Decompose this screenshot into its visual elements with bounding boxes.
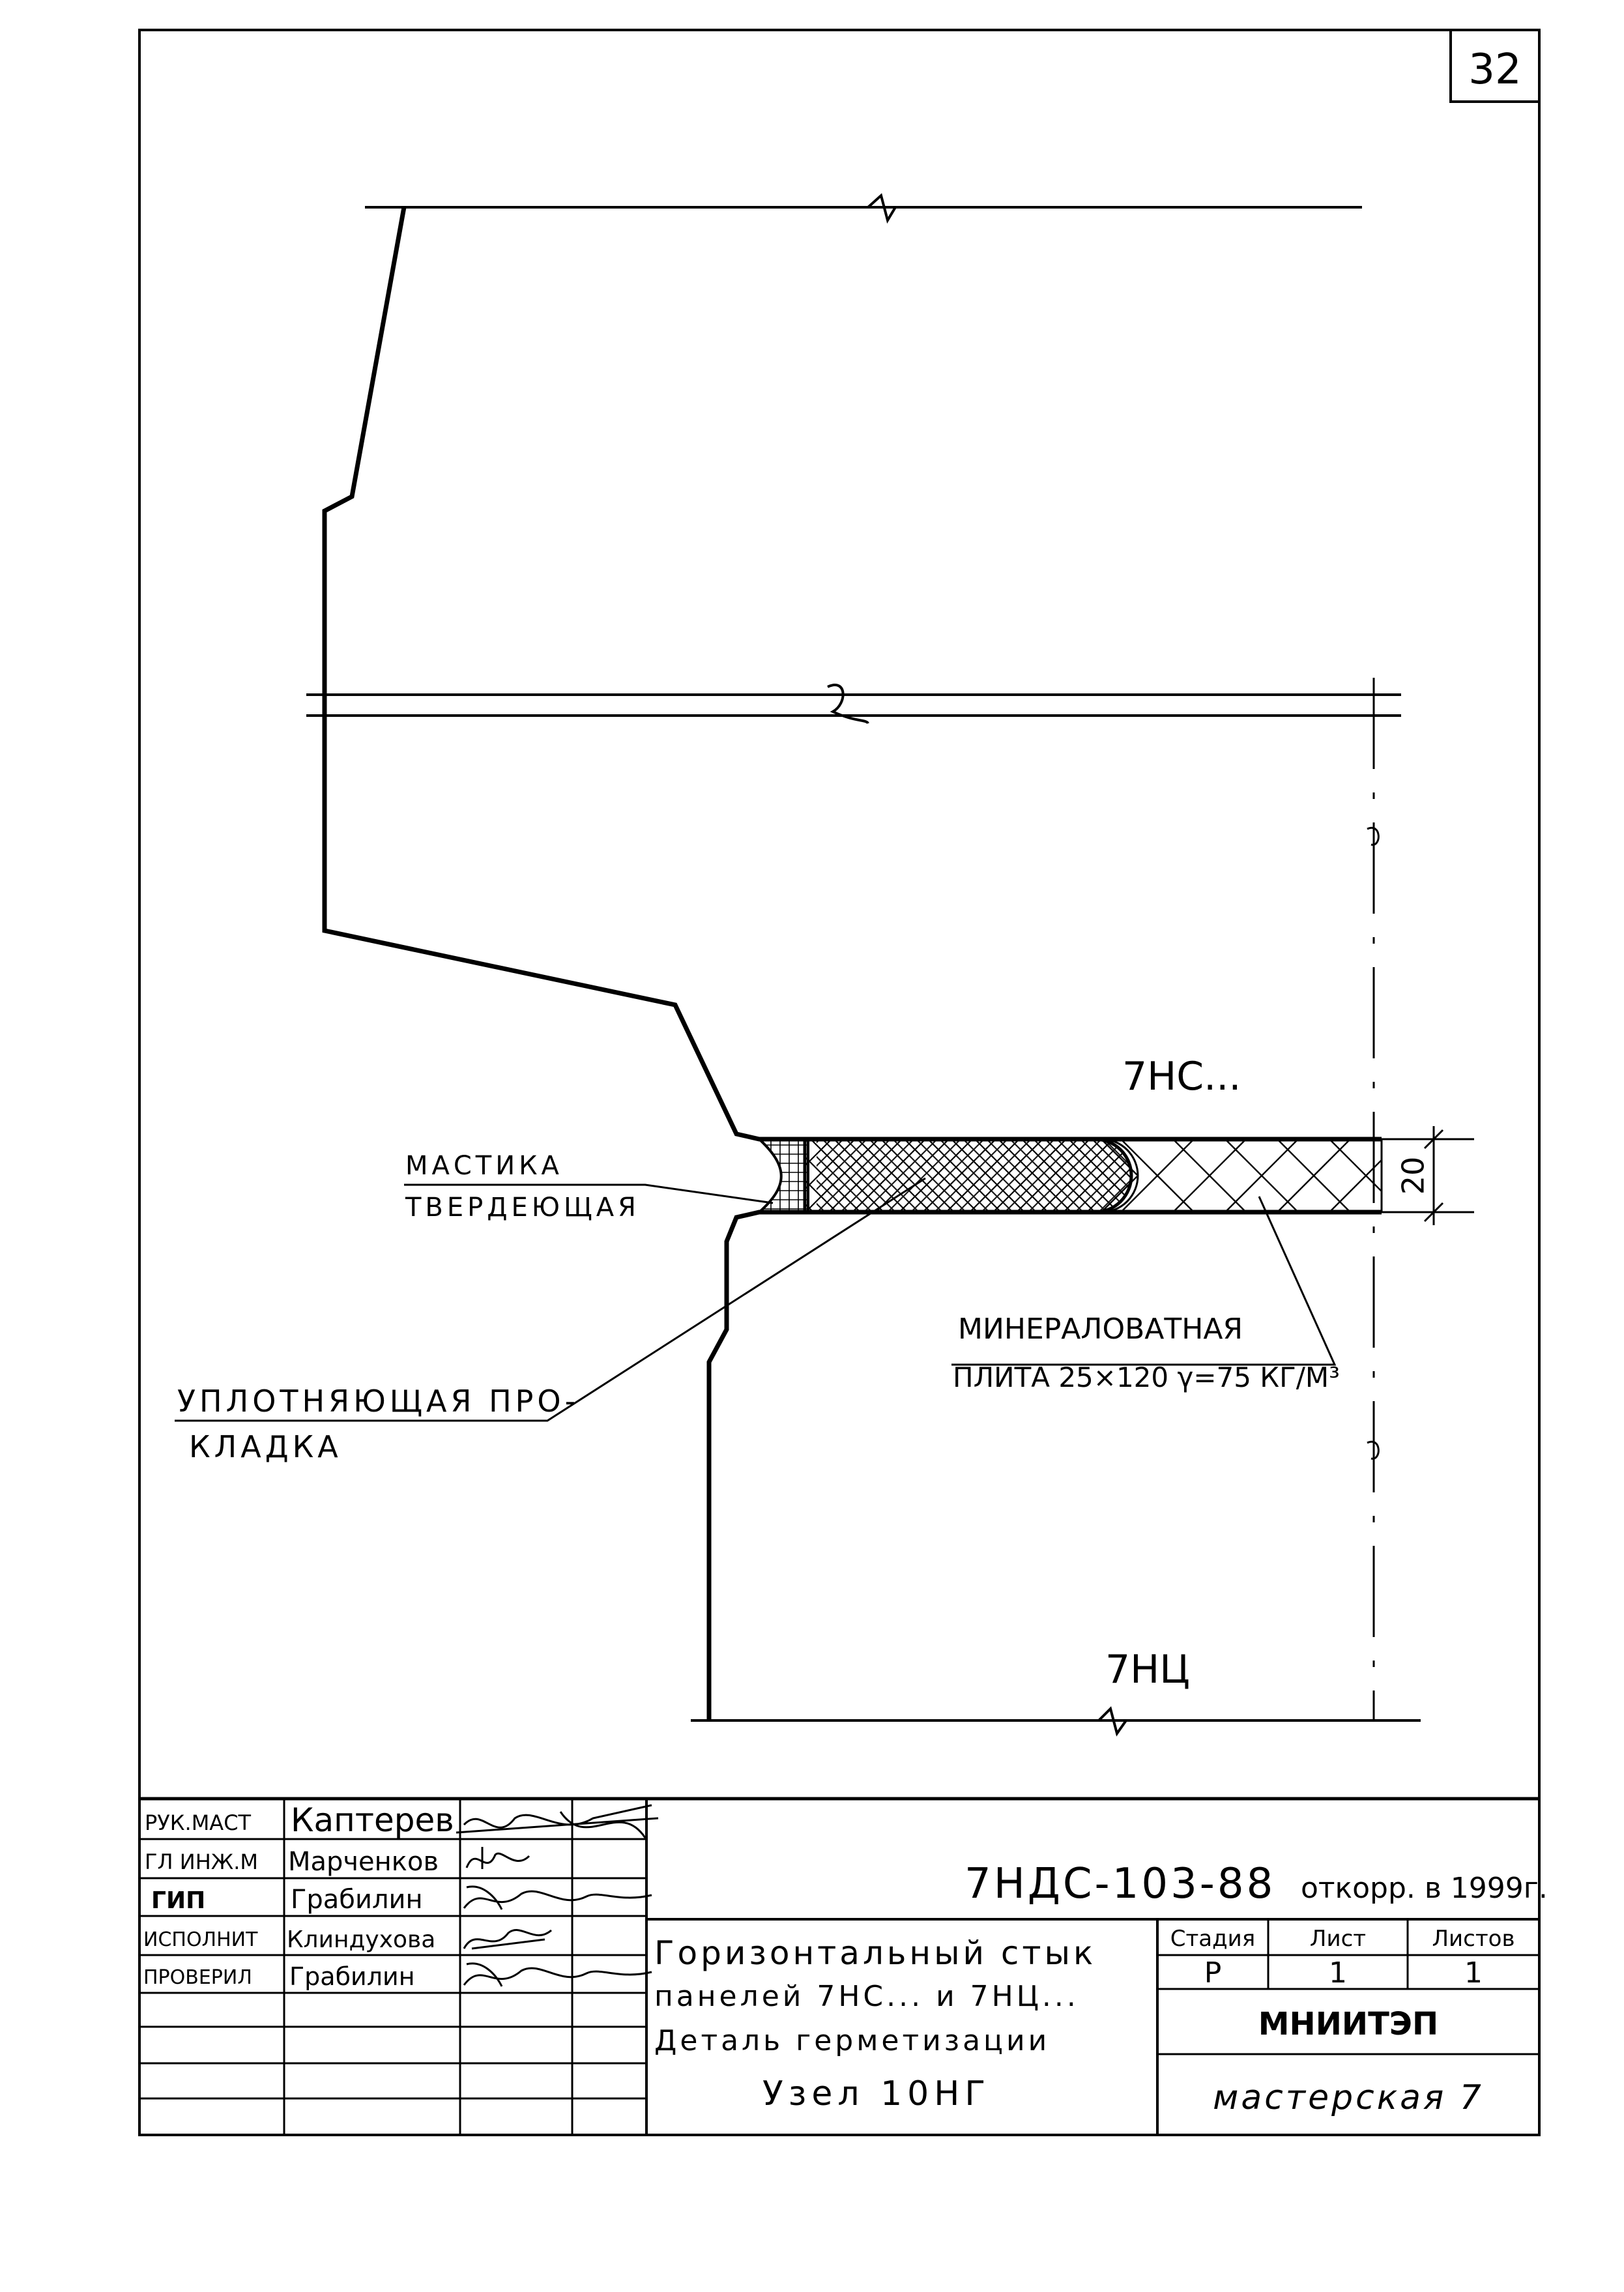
gasket-label-line1: УПЛОТНЯЮЩАЯ ПРО- bbox=[177, 1384, 579, 1419]
title-line-4: Узел 10НГ bbox=[762, 2074, 991, 2113]
title-line-3: Деталь герметизации bbox=[654, 2024, 1050, 2057]
sheet-header: Лист bbox=[1310, 1926, 1366, 1952]
mineral-leader bbox=[951, 1196, 1337, 1366]
axis-line bbox=[1367, 678, 1380, 1720]
document-code: 7НДС-103-88 bbox=[964, 1860, 1275, 1908]
sheet-frame bbox=[138, 29, 1541, 2136]
role-2: ГИП bbox=[151, 1887, 205, 1914]
correction-note: откорр. в 1999г. bbox=[1301, 1872, 1548, 1905]
role-4: ПРОВЕРИЛ bbox=[143, 1966, 252, 1989]
name-list: Каптерев Марченков Грабилин Клиндухова Г… bbox=[287, 1801, 454, 1991]
mastic-label-line1: МАСТИКА bbox=[405, 1151, 563, 1181]
gasket-label-line2: КЛАДКА bbox=[189, 1429, 342, 1464]
organization: МНИИТЭП bbox=[1258, 2006, 1438, 2042]
mineral-wool-board bbox=[1101, 1138, 1383, 1213]
gasket-leader bbox=[175, 1177, 926, 1422]
title-line-2: панелей 7НС... и 7НЦ... bbox=[654, 1980, 1079, 2013]
title-line-1: Горизонтальный стык bbox=[654, 1934, 1096, 1972]
upper-panel-outline bbox=[306, 193, 1401, 1142]
dimension-label: 20 bbox=[1396, 1157, 1431, 1195]
upper-panel-label: 7НС... bbox=[1122, 1054, 1241, 1099]
sheet-number: 32 bbox=[1468, 46, 1521, 94]
hardening-mastic bbox=[755, 1138, 809, 1213]
role-3: ИСПОЛНИТ bbox=[143, 1928, 258, 1951]
sheets-header: Листов bbox=[1432, 1926, 1515, 1952]
title-block bbox=[139, 1797, 1539, 2135]
stage-header: Стадия bbox=[1170, 1926, 1255, 1952]
sheets-value: 1 bbox=[1464, 1956, 1483, 1990]
signatures bbox=[456, 1804, 659, 1987]
role-1: ГЛ ИНЖ.М bbox=[145, 1850, 258, 1874]
mastic-leader bbox=[404, 1183, 774, 1204]
name-2: Грабилин bbox=[291, 1885, 423, 1915]
mineral-label-line1: МИНЕРАЛОВАТНАЯ bbox=[958, 1313, 1243, 1346]
workshop: мастерская 7 bbox=[1213, 2078, 1484, 2117]
name-0: Каптерев bbox=[291, 1801, 454, 1839]
sealing-gasket bbox=[803, 1137, 1133, 1214]
mineral-label-line2: ПЛИТА 25×120 γ=75 КГ/М³ bbox=[953, 1361, 1340, 1393]
mastic-label-line2: ТВЕРДЕЮЩАЯ bbox=[405, 1193, 640, 1223]
stage-value: Р bbox=[1204, 1956, 1222, 1990]
dimension-20 bbox=[1382, 1126, 1474, 1225]
lower-panel-outline bbox=[691, 1210, 1421, 1737]
sheet-value: 1 bbox=[1329, 1956, 1347, 1990]
role-0: РУК.МАСТ bbox=[145, 1810, 252, 1835]
name-1: Марченков bbox=[288, 1847, 439, 1877]
role-list: РУК.МАСТ ГЛ ИНЖ.М ГИП ИСПОЛНИТ ПРОВЕРИЛ bbox=[143, 1810, 258, 1989]
name-4: Грабилин bbox=[289, 1962, 415, 1991]
lower-panel-label: 7НЦ bbox=[1105, 1647, 1190, 1692]
name-3: Клиндухова bbox=[287, 1926, 435, 1953]
